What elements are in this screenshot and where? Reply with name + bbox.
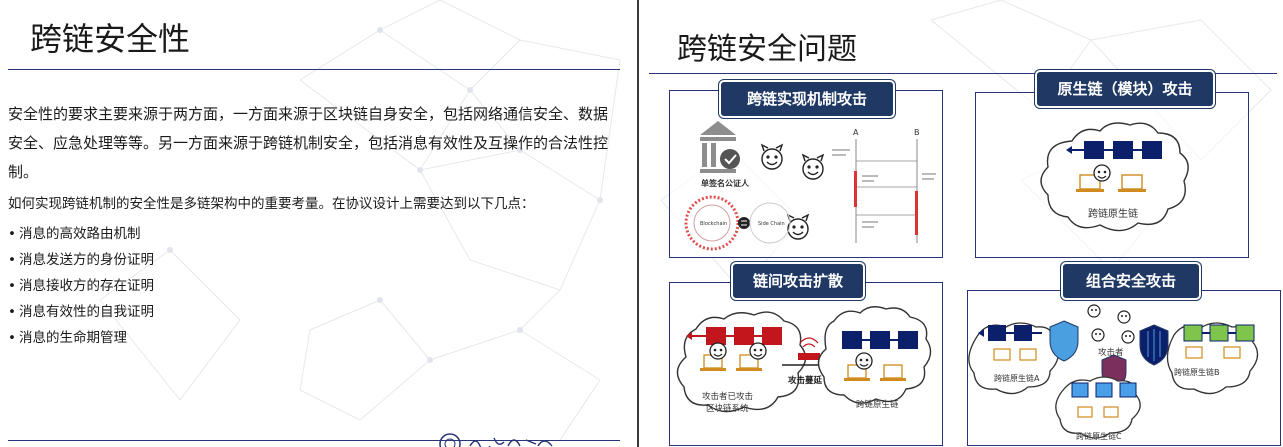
university-logo (439, 433, 553, 447)
panel-title-mechanism: 跨链实现机制攻击 (719, 80, 895, 118)
requirements-list: 消息的高效路由机制 消息发送方的身份证明 消息接收方的存在证明 消息有效性的自我… (8, 221, 620, 351)
svg-text:跨链原生链: 跨链原生链 (856, 399, 899, 410)
notary-label: 单签名公证人 (701, 178, 750, 188)
bank-icon (700, 121, 740, 173)
paragraph-intro: 安全性的要求主要来源于两方面，一方面来源于区块链自身安全，包括网络通信安全、数据… (8, 105, 609, 181)
paragraph-requirements: 如何实现跨链机制的安全性是多链架构中的重要考量。在协议设计上需要达到以下几点： (8, 196, 535, 212)
svg-text:Blockchain: Blockchain (700, 221, 727, 227)
svg-text:跨链原生链A: 跨链原生链A (994, 373, 1040, 383)
combined-attack-illustration: 跨链原生链A (968, 304, 1259, 441)
shield-icon (1049, 320, 1079, 362)
slide-left: 跨链安全性 安全性的要求主要来源于两方面，一方面来源于区块链自身安全，包括网络通… (0, 0, 636, 447)
spread-attack-illustration: 攻击者已攻击 区块链系统 攻击蔓延 (676, 306, 932, 414)
laptop-icon (1076, 174, 1104, 192)
list-item: 消息有效性的自我证明 (8, 299, 620, 325)
attacker-label: 攻击者 (1098, 347, 1124, 358)
devil-icon (1091, 328, 1105, 342)
devil-icon (1093, 164, 1111, 182)
list-item: 消息发送方的身份证明 (8, 247, 620, 273)
list-item: 消息接收方的存在证明 (8, 273, 620, 299)
sidechain-ring-icon (749, 202, 791, 244)
list-item: 消息的生命期管理 (8, 325, 620, 351)
svg-text:跨链原生链B: 跨链原生链B (1174, 367, 1220, 377)
cloud-icon (817, 306, 932, 404)
router-icon (798, 337, 820, 360)
laptop-icon (880, 364, 906, 381)
devil-icon (749, 342, 767, 360)
svg-text:区块链系统: 区块链系统 (706, 403, 749, 414)
slide-title: 跨链安全问题 (677, 32, 857, 67)
svg-text:Side Chain: Side Chain (758, 221, 785, 227)
panel-combined-attack: 跨链原生链A (967, 290, 1281, 446)
native-chain-label: 跨链原生链 (1088, 207, 1138, 220)
slide-body: 安全性的要求主要来源于两方面，一方面来源于区块链自身安全，包括网络通信安全、数据… (8, 100, 620, 351)
svg-text:攻击者已攻击: 攻击者已攻击 (702, 391, 753, 402)
devil-icon (1117, 310, 1131, 324)
devil-icon (786, 213, 810, 240)
panel-title-combined: 组合安全攻击 (1061, 262, 1201, 300)
panel-mechanism-attack: 单签名公证人 (669, 90, 943, 258)
panel-native-chain-attack: 跨链原生链 (975, 92, 1249, 258)
devil-icon (760, 143, 784, 170)
panel-title-spread: 链间攻击扩散 (731, 262, 865, 300)
laptop-icon (1118, 174, 1146, 192)
devil-icon (855, 352, 873, 370)
list-item: 消息的高效路由机制 (8, 221, 620, 247)
native-chain-illustration: 跨链原生链 (1040, 122, 1189, 232)
devil-icon (1087, 304, 1101, 318)
axis-b-label: B (914, 128, 920, 137)
axis-a-label: A (853, 128, 859, 137)
slide-right: 跨链安全问题 单签名公证人 (641, 0, 1283, 447)
title-rule (649, 73, 1277, 74)
mechanism-attack-illustration: 单签名公证人 (684, 121, 936, 251)
laptop-icon (736, 354, 762, 371)
devil-icon (801, 153, 825, 180)
devil-icon (1121, 330, 1135, 344)
panel-spread-attack: 攻击者已攻击 区块链系统 攻击蔓延 (669, 282, 943, 446)
shield-icon (1139, 324, 1169, 366)
chain-blocks (1066, 141, 1162, 159)
svg-text:跨链原生链C: 跨链原生链C (1076, 431, 1122, 441)
slide-divider (637, 0, 639, 447)
devil-icon (709, 342, 727, 360)
panel-title-native: 原生链（模块）攻击 (1035, 70, 1215, 108)
slide-title: 跨链安全性 (30, 20, 191, 58)
spread-arrow-label: 攻击蔓延 (788, 375, 823, 386)
footer-rule (8, 440, 620, 441)
title-rule (8, 69, 620, 70)
